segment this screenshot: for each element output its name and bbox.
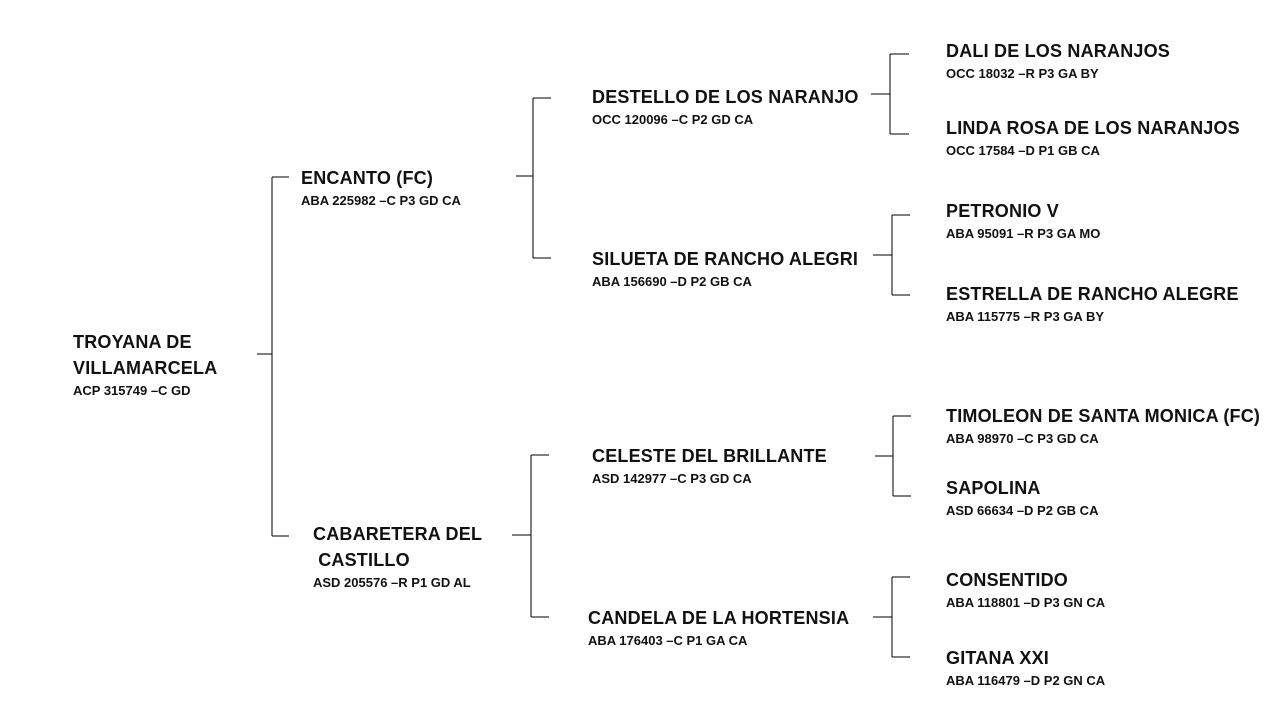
dam-sire-node: CELESTE DEL BRILLANTE ASD 142977 –C P3 G… (592, 443, 827, 487)
ggp-registration: OCC 18032 –R P3 GA BY (946, 66, 1099, 81)
subject-name-line-1: TROYANA DE (73, 332, 192, 352)
ggp-node: GITANA XXI ABA 116479 –D P2 GN CA (946, 645, 1105, 689)
ggp-name: GITANA XXI (946, 648, 1050, 668)
subject-registration: ACP 315749 –C GD (73, 383, 191, 398)
ggp-node: ESTRELLA DE RANCHO ALEGRE ABA 115775 –R … (946, 281, 1239, 325)
dam-registration: ASD 205576 –R P1 GD AL (313, 575, 471, 590)
ggp-registration: OCC 17584 –D P1 GB CA (946, 143, 1100, 158)
ggp-node: TIMOLEON DE SANTA MONICA (FC) ABA 98970 … (946, 403, 1260, 447)
subject-name-line-2: VILLAMARCELA (73, 358, 218, 378)
sire-node: ENCANTO (FC) ABA 225982 –C P3 GD CA (301, 165, 461, 209)
ggp-node: PETRONIO V ABA 95091 –R P3 GA MO (946, 198, 1100, 242)
ggp-node: DALI DE LOS NARANJOS OCC 18032 –R P3 GA … (946, 38, 1170, 82)
ggp-name: LINDA ROSA DE LOS NARANJOS (946, 118, 1240, 138)
ggp-registration: ABA 98970 –C P3 GD CA (946, 431, 1099, 446)
ggp-name: DALI DE LOS NARANJOS (946, 41, 1171, 61)
ggp-node: LINDA ROSA DE LOS NARANJOS OCC 17584 –D … (946, 115, 1240, 159)
dam-dam-node: CANDELA DE LA HORTENSIA ABA 176403 –C P1… (588, 605, 849, 649)
sire-sire-node: DESTELLO DE LOS NARANJO OCC 120096 –C P2… (592, 84, 859, 128)
ggp-name: CONSENTIDO (946, 570, 1069, 590)
dam-node: CABARETERA DEL CASTILLO ASD 205576 –R P1… (313, 521, 482, 591)
dam-sire-name: CELESTE DEL BRILLANTE (592, 446, 827, 466)
ggp-registration: ABA 116479 –D P2 GN CA (946, 673, 1106, 688)
dam-dam-name: CANDELA DE LA HORTENSIA (588, 608, 850, 628)
dam-sire-registration: ASD 142977 –C P3 GD CA (592, 471, 752, 486)
sire-dam-name: SILUETA DE RANCHO ALEGRI (592, 249, 859, 269)
ggp-registration: ASD 66634 –D P2 GB CA (946, 503, 1099, 518)
ggp-node: CONSENTIDO ABA 118801 –D P3 GN CA (946, 567, 1105, 611)
subject-node: TROYANA DE VILLAMARCELA ACP 315749 –C GD (73, 329, 217, 399)
ggp-name: SAPOLINA (946, 478, 1041, 498)
ggp-registration: ABA 118801 –D P3 GN CA (946, 595, 1106, 610)
sire-sire-name: DESTELLO DE LOS NARANJO (592, 87, 859, 107)
ggp-name: TIMOLEON DE SANTA MONICA (FC) (946, 406, 1261, 426)
dam-dam-registration: ABA 176403 –C P1 GA CA (588, 633, 748, 648)
sire-registration: ABA 225982 –C P3 GD CA (301, 193, 461, 208)
ggp-name: ESTRELLA DE RANCHO ALEGRE (946, 284, 1239, 304)
dam-name-line-1: CABARETERA DEL (313, 524, 483, 544)
sire-dam-registration: ABA 156690 –D P2 GB CA (592, 274, 752, 289)
sire-sire-registration: OCC 120096 –C P2 GD CA (592, 112, 754, 127)
sire-name: ENCANTO (FC) (301, 168, 434, 188)
ggp-name: PETRONIO V (946, 201, 1060, 221)
ggp-registration: ABA 115775 –R P3 GA BY (946, 309, 1104, 324)
ggp-registration: ABA 95091 –R P3 GA MO (946, 226, 1101, 241)
dam-name-line-2: CASTILLO (313, 550, 410, 570)
sire-dam-node: SILUETA DE RANCHO ALEGRI ABA 156690 –D P… (592, 246, 858, 290)
ggp-node: SAPOLINA ASD 66634 –D P2 GB CA (946, 475, 1098, 519)
